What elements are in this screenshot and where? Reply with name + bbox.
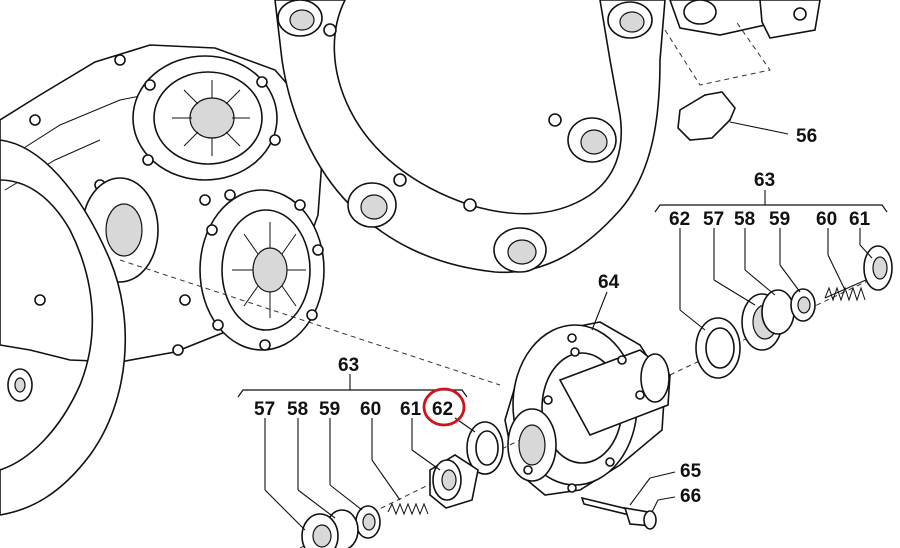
callout-57-left: 57	[254, 399, 275, 420]
highlight-circle-62	[422, 387, 466, 427]
part-65-66-bolts	[580, 471, 676, 530]
callout-61-left: 61	[400, 399, 422, 420]
callout-59-left: 59	[319, 399, 340, 420]
callout-62-right: 62	[669, 209, 690, 230]
top-right-fitting	[664, 0, 821, 86]
callout-62-left: 62	[432, 399, 453, 420]
callout-63-left: 63	[338, 355, 359, 376]
callout-56: 56	[796, 126, 817, 147]
callout-labels: 56 63 62 57 58 59 60 61 64 63 57 58 59 6…	[254, 126, 871, 507]
part-56-plug	[677, 91, 789, 141]
callout-64: 64	[598, 272, 620, 293]
callout-57-right: 57	[703, 209, 724, 230]
callout-61-right: 61	[849, 209, 871, 230]
part-64-carrier-housing	[504, 291, 671, 496]
callout-63-right: 63	[754, 170, 775, 191]
callout-65: 65	[680, 461, 702, 482]
callout-59-right: 59	[769, 209, 790, 230]
upper-frame	[274, 0, 666, 274]
callout-66: 66	[680, 486, 701, 507]
left-seal-assembly	[237, 374, 504, 548]
callout-60-left: 60	[360, 399, 381, 420]
front-frame-ring	[0, 139, 127, 516]
callout-58-left: 58	[287, 399, 308, 420]
gearbox-housing	[0, 44, 325, 363]
callout-58-right: 58	[734, 209, 755, 230]
callout-60-right: 60	[816, 209, 837, 230]
right-seal-assembly	[654, 190, 893, 379]
